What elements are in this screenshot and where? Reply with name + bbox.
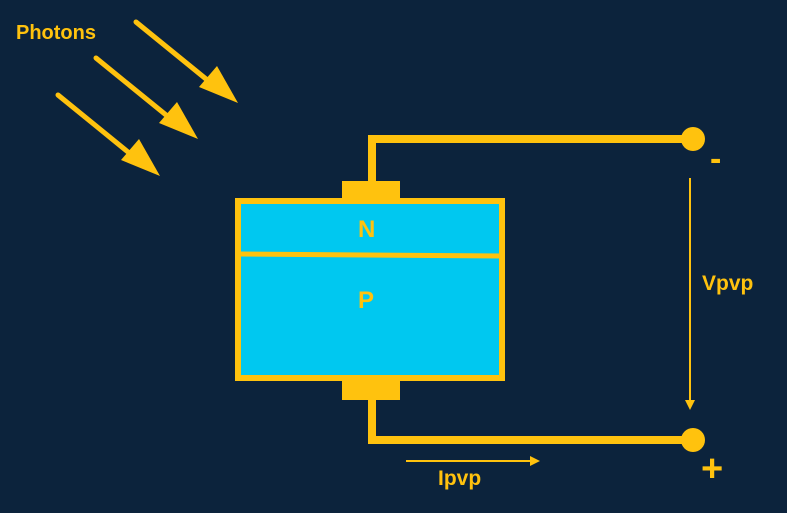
negative-terminal-label: - <box>710 140 722 178</box>
top-contact <box>342 181 400 201</box>
cell-body <box>235 198 505 381</box>
photon-arrow-icon <box>55 92 160 176</box>
photon-arrow-icon <box>133 19 238 103</box>
pn-junction <box>237 251 503 259</box>
photon-arrow-icon <box>93 55 198 139</box>
n-layer-label: N <box>358 216 376 243</box>
top-wire <box>368 135 693 183</box>
current-label: Ipvp <box>438 467 482 490</box>
positive-terminal-dot-icon <box>681 428 705 452</box>
photons-label: Photons <box>16 22 96 44</box>
bottom-contact <box>342 378 400 400</box>
negative-terminal-dot-icon <box>681 127 705 151</box>
photon-arrows <box>55 19 238 176</box>
p-layer-label: P <box>358 287 375 314</box>
bottom-wire <box>368 398 693 444</box>
voltage-label: Vpvp <box>702 272 754 295</box>
positive-terminal-label: + <box>701 448 724 490</box>
